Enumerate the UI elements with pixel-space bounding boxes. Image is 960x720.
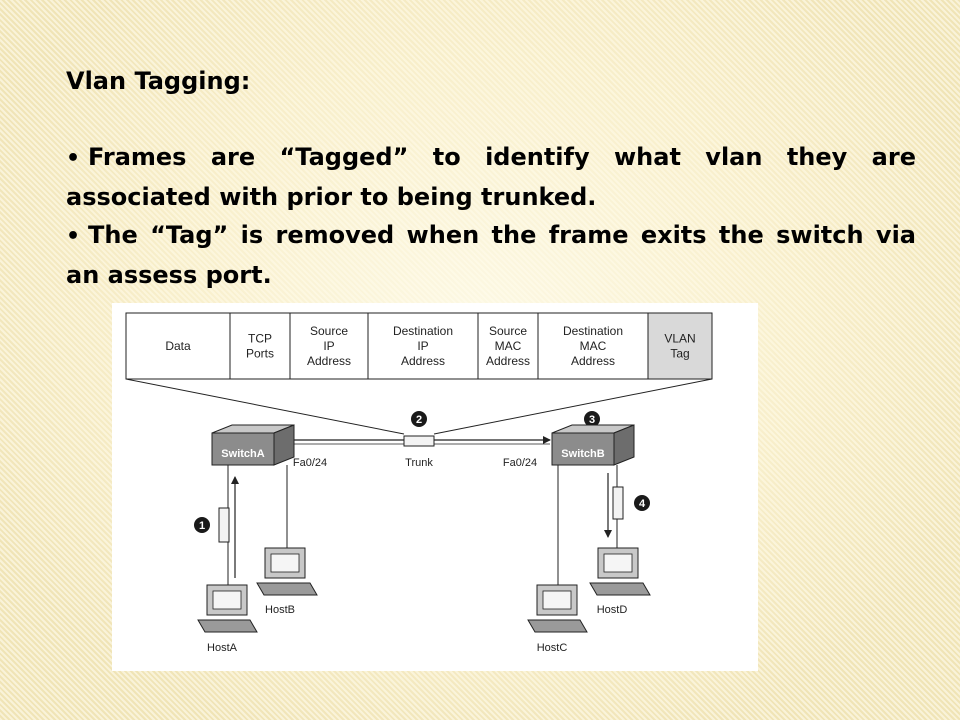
host-d: HostD (589, 547, 651, 616)
step-label: 2 (416, 414, 422, 426)
frame-field-label: MAC (580, 339, 607, 353)
step-label: 1 (199, 520, 205, 532)
host-c: HostC (527, 584, 588, 654)
step-marker-2: 2 (411, 411, 427, 427)
bullet-item: •The “Tag” is removed when the frame exi… (66, 216, 916, 294)
frame-field-label: Tag (670, 347, 689, 361)
host-label: HostB (265, 604, 295, 616)
frame-icon (612, 486, 624, 520)
frame-field-label: Source (310, 324, 348, 338)
expansion-lines (125, 378, 713, 435)
host-b: HostB (256, 547, 318, 616)
frame-field-label: TCP (248, 332, 272, 346)
frame-icon (218, 507, 230, 543)
bullet-item: •Frames are “Tagged” to identify what vl… (66, 138, 916, 216)
frame-field-label: Data (165, 339, 191, 353)
diagram-canvas: DataTCPPortsSourceIPAddressDestinationIP… (125, 312, 713, 654)
frame-field-label: IP (417, 339, 428, 353)
step-flow-1: 1 (194, 476, 239, 578)
host-label: HostD (597, 604, 628, 616)
frame-field (125, 312, 231, 380)
frame-field-label: Source (489, 324, 527, 338)
slide-title: Vlan Tagging: (66, 67, 251, 95)
step-marker-3: 3 (584, 411, 600, 427)
trunk-link: Trunk Fa0/24 Fa0/24 (292, 435, 551, 469)
slide-text: Vlan Tagging: •Frames are “Tagged” to id… (66, 62, 916, 294)
frame-field-label: Address (401, 354, 445, 368)
frame-field-label: Address (307, 354, 351, 368)
switch-a-label: SwitchA (221, 448, 264, 460)
frame-field-label: Destination (393, 324, 453, 338)
step-label: 3 (589, 414, 595, 426)
bullet-icon: • (66, 224, 81, 249)
port-label-a: Fa0/24 (293, 457, 327, 469)
tagged-frame-icon (403, 435, 435, 447)
frame-field-label: MAC (495, 339, 522, 353)
host-label: HostA (207, 642, 238, 654)
frame-field-label: Destination (563, 324, 623, 338)
frame-field-label: IP (323, 339, 334, 353)
step-flow-4: 4 (604, 473, 650, 538)
frame-field-label: Address (571, 354, 615, 368)
frame-field (229, 312, 291, 380)
bullet-text: The “Tag” is removed when the frame exit… (66, 221, 916, 289)
port-label-b: Fa0/24 (503, 457, 537, 469)
switch-b-label: SwitchB (561, 448, 604, 460)
trunk-label: Trunk (405, 457, 433, 469)
host-a: HostA (197, 584, 258, 654)
switch-a: SwitchA (211, 424, 295, 466)
frame-field (289, 312, 369, 380)
frame-field-label: Address (486, 354, 530, 368)
frame-field (367, 312, 479, 380)
bullet-text: Frames are “Tagged” to identify what vla… (66, 143, 916, 211)
frame-field-label: VLAN (664, 332, 695, 346)
frame-field (477, 312, 539, 380)
frame-field-label: Ports (246, 347, 274, 361)
bullet-icon: • (66, 146, 81, 171)
host-label: HostC (537, 642, 568, 654)
vlan-tag-field (647, 312, 713, 380)
switch-b: SwitchB (551, 424, 635, 466)
step-label: 4 (639, 498, 646, 510)
frame-field (537, 312, 649, 380)
frame-header: DataTCPPortsSourceIPAddressDestinationIP… (125, 312, 713, 380)
